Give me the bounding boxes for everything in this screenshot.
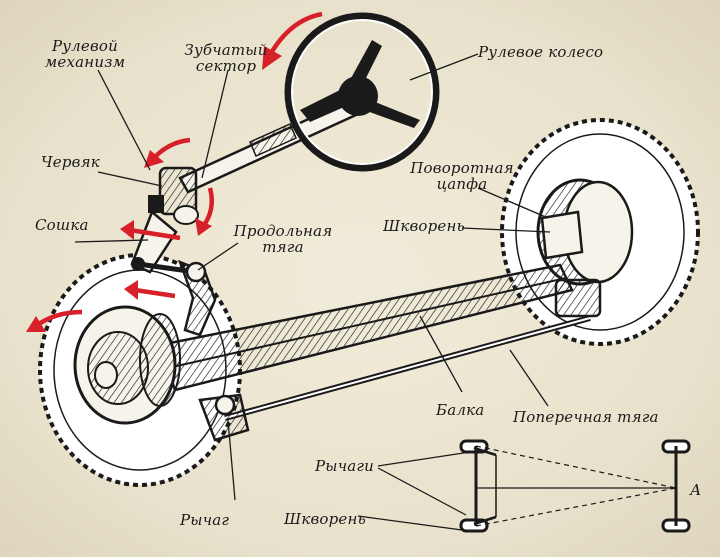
steering-gear — [130, 166, 199, 274]
label-steering-knuckle-line1: Поворотная — [410, 159, 514, 177]
label-lever: Рычаг — [180, 511, 230, 529]
label-steering-knuckle-line2: цапфа — [436, 175, 488, 193]
label-steering-mechanism-line1: Рулевой — [51, 37, 119, 55]
tie-rod — [224, 315, 591, 421]
label-drag-link: Продольная тяга — [228, 223, 338, 255]
steering-column — [178, 98, 360, 194]
label-point-a: А — [690, 481, 702, 499]
label-levers: Рычаги — [315, 457, 375, 475]
arrow-heads — [26, 46, 282, 332]
label-drag-link-line1: Продольная — [233, 222, 333, 240]
label-steering-knuckle: Поворотная цапфа — [410, 160, 514, 192]
drag-link — [137, 259, 217, 337]
label-kingpin-bottom: Шкворень — [284, 510, 366, 528]
label-toothed-sector-line1: Зубчатый — [184, 41, 268, 59]
label-steering-mechanism: Рулевой механизм — [40, 38, 130, 70]
left-wheel-hub — [73, 305, 181, 425]
label-kingpin-top: Шкворень — [383, 217, 465, 235]
right-wheel-hub — [536, 178, 634, 318]
schematic-inset — [357, 439, 691, 533]
label-toothed-sector: Зубчатый сектор — [176, 42, 276, 74]
leader-lines — [74, 53, 551, 501]
left-lever — [198, 393, 250, 442]
label-worm: Червяк — [41, 153, 100, 171]
label-steering-mechanism-line2: механизм — [44, 53, 126, 71]
label-toothed-sector-line2: сектор — [195, 57, 257, 75]
label-pitman-arm: Сошка — [35, 216, 89, 234]
label-tie-rod: Поперечная тяга — [513, 408, 659, 426]
label-beam: Балка — [436, 401, 485, 419]
steering-wheel — [284, 12, 440, 172]
label-steering-wheel: Рулевое колесо — [478, 43, 604, 61]
label-drag-link-line2: тяга — [262, 238, 304, 256]
motion-arrows — [34, 11, 323, 328]
